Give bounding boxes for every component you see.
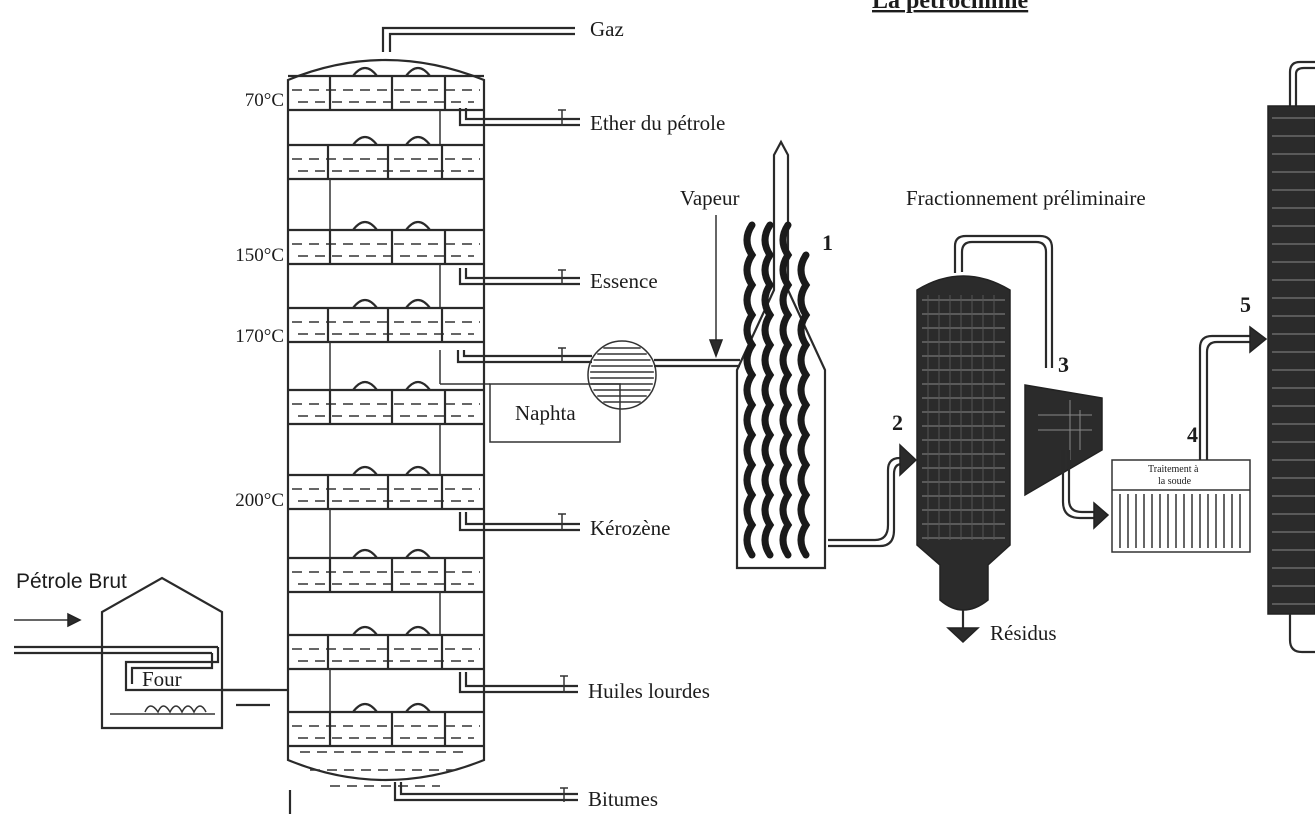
tray [288, 467, 484, 558]
cracking-furnace: 1 2 [737, 142, 916, 568]
treatment-label-2: la soude [1158, 476, 1192, 487]
gas-outlet [383, 28, 575, 52]
temp-170: 170°C [235, 326, 284, 347]
tray [288, 300, 484, 390]
label-kerozene: Kérozène [590, 516, 670, 540]
temp-200: 200°C [235, 490, 284, 511]
step-3: 3 [1058, 352, 1069, 377]
steam-input: Vapeur [680, 186, 739, 356]
distillation-column [288, 60, 484, 814]
label-naphta: Naphta [515, 401, 576, 425]
label-huiles: Huiles lourdes [588, 679, 710, 703]
label-ether: Ether du pétrole [590, 111, 725, 135]
step-1: 1 [822, 230, 833, 255]
step-4: 4 [1187, 422, 1198, 447]
tray [288, 68, 484, 145]
final-column [1268, 62, 1315, 652]
label-bitumes: Bitumes [588, 787, 658, 811]
caustic-treatment: Traitement à la soude 4 5 [1112, 292, 1266, 552]
tray [288, 382, 484, 475]
column-trays [288, 68, 484, 746]
temp-70: 70°C [245, 90, 284, 111]
cooler-unit [1025, 385, 1108, 528]
output-labels: Gaz Ether du pétrole Essence Kérozène Hu… [588, 17, 725, 811]
crude-feed: Pétrole Brut Four [14, 570, 288, 728]
temperature-labels: 70°C 150°C 170°C 200°C [235, 90, 284, 511]
step-5: 5 [1240, 292, 1251, 317]
tray [288, 704, 484, 746]
diagram-title: La pétrochimie [872, 0, 1029, 14]
temp-150: 150°C [235, 245, 284, 266]
label-four: Four [142, 667, 182, 691]
tray [288, 137, 484, 230]
cracker-flames [747, 225, 806, 555]
side-draw-pipes [395, 108, 592, 802]
tray [288, 222, 484, 308]
label-gaz: Gaz [590, 17, 624, 41]
label-essence: Essence [590, 269, 658, 293]
label-residus: Résidus [990, 621, 1057, 645]
heat-exchanger [588, 341, 656, 409]
label-vapeur: Vapeur [680, 186, 739, 210]
label-fractionnement: Fractionnement préliminaire [906, 186, 1146, 210]
tray [288, 550, 484, 635]
tray [288, 627, 484, 712]
treatment-label-1: Traitement à [1148, 464, 1199, 475]
step-2: 2 [892, 410, 903, 435]
label-petrole-brut: Pétrole Brut [16, 570, 127, 593]
